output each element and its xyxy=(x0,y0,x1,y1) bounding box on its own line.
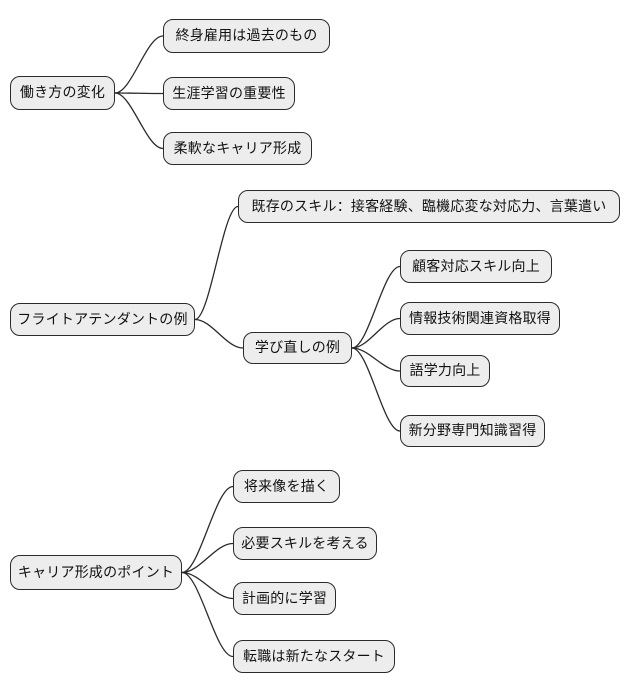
mindmap-node-n3a: 将来像を描く xyxy=(233,470,340,503)
mindmap-edge-n1-n1c xyxy=(114,92,164,150)
mindmap-edge-n3-n3a xyxy=(181,485,234,574)
mindmap-node-n2b2: 情報技術関連資格取得 xyxy=(400,302,560,335)
mindmap-edge-n2b-n2b3 xyxy=(351,347,401,372)
mindmap-edge-n2b-n2b4 xyxy=(351,347,401,432)
mindmap-node-n1a: 終身雇用は過去のもの xyxy=(163,19,330,53)
mindmap-edge-n2b-n2b1 xyxy=(351,265,401,349)
mindmap-edge-n2b-n2b2 xyxy=(351,317,401,349)
mindmap-edge-n3-n3d xyxy=(181,571,234,658)
mindmap-node-n3b: 必要スキルを考える xyxy=(233,527,377,560)
mindmap-node-n3d: 転職は新たなスタート xyxy=(233,640,395,673)
mindmap-edge-n2-n2a xyxy=(194,205,239,321)
mindmap-node-n1b: 生涯学習の重要性 xyxy=(163,77,295,110)
mindmap-node-n2b3: 語学力向上 xyxy=(400,355,490,387)
mindmap-node-n2b: 学び直しの例 xyxy=(243,332,352,364)
mindmap-edge-n1-n1b xyxy=(114,92,164,95)
mindmap-node-n2: フライトアテンダントの例 xyxy=(10,303,195,336)
mindmap-edge-n2-n2b xyxy=(194,318,244,349)
mindmap-edge-n1-n1a xyxy=(114,35,164,94)
mindmap-node-n3: キャリア形成のポイント xyxy=(10,555,182,590)
mindmap-node-n1: 働き方の変化 xyxy=(10,76,115,110)
mindmap-edge-n3-n3c xyxy=(181,571,234,600)
mindmap-node-n3c: 計画的に学習 xyxy=(233,582,336,615)
mindmap-edge-n3-n3b xyxy=(181,542,234,574)
mindmap-node-n2b1: 顧客対応スキル向上 xyxy=(400,250,552,283)
mindmap-node-n1c: 柔軟なキャリア形成 xyxy=(163,132,312,165)
mindmap-node-n2b4: 新分野専門知識習得 xyxy=(400,415,545,447)
mindmap-node-n2a: 既存のスキル：接客経験、臨機応変な対応力、言葉遣い xyxy=(238,190,620,223)
